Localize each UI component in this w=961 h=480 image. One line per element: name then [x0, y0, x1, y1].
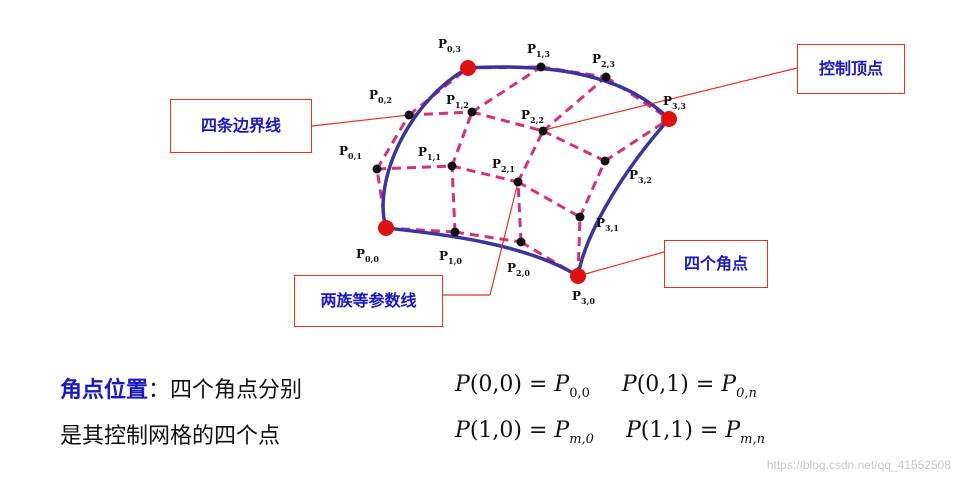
- control-point: [516, 237, 526, 247]
- formula-p11-rhs: P: [725, 418, 741, 443]
- control-point-label: P1,2: [446, 93, 469, 110]
- control-net-line: [516, 181, 523, 243]
- boundary-curve: [467, 65, 671, 121]
- callout-leader-line: [311, 114, 410, 127]
- caption-colon-text: ：四个角点分别: [148, 378, 303, 403]
- formula-p01-args: (0,1): [636, 372, 689, 397]
- control-net-line: [605, 75, 670, 121]
- control-net-line: [520, 240, 579, 278]
- control-point: [600, 156, 610, 166]
- callout-boundary-lines: 四条边界线: [170, 99, 312, 153]
- control-net-line: [454, 230, 522, 244]
- formula-p11-eq: =: [692, 418, 726, 443]
- control-point: [447, 161, 457, 171]
- control-point-label: P2,2: [521, 108, 544, 125]
- control-net-line: [376, 164, 453, 171]
- control-point-label: P0,1: [339, 144, 362, 161]
- control-point: [513, 177, 523, 187]
- formula-p01-lhs: P: [621, 372, 637, 397]
- control-point-label: P2,0: [507, 261, 530, 278]
- control-point-label: P3,0: [572, 289, 595, 306]
- boundary-curve: [385, 226, 579, 278]
- control-point: [450, 227, 460, 237]
- control-point-label: P3,3: [663, 94, 686, 111]
- corner-point: [661, 111, 677, 127]
- control-net-line: [471, 110, 544, 133]
- formula-p10-sub: m,0: [569, 432, 594, 447]
- control-net-line: [408, 110, 473, 117]
- corner-point: [570, 268, 586, 284]
- control-point-label: P2,1: [492, 157, 515, 174]
- control-net-line: [450, 165, 457, 233]
- control-net-line: [385, 226, 456, 234]
- formula-p11-lhs: P: [625, 418, 641, 443]
- caption-line-2: 是其控制网格的四个点: [60, 424, 281, 449]
- control-point: [536, 62, 546, 72]
- control-point-label: P3,1: [596, 216, 619, 233]
- control-net-line: [471, 65, 542, 114]
- corner-position-caption: 角点位置：四个角点分别: [60, 372, 302, 404]
- control-net-line: [604, 117, 670, 163]
- formula-p00-args: (0,0): [469, 372, 522, 397]
- control-point-label: P0,0: [356, 247, 379, 264]
- callout-leader-line: [539, 67, 798, 132]
- control-point-label: P1,0: [439, 249, 462, 266]
- control-point: [372, 164, 382, 174]
- boundary-curve: [381, 66, 469, 229]
- formula-p01-eq: =: [688, 372, 722, 397]
- control-net-line: [450, 111, 474, 167]
- control-net-line: [576, 216, 582, 277]
- control-net-line: [542, 129, 606, 163]
- control-point: [601, 72, 611, 82]
- formula-p00-eq: =: [521, 372, 555, 397]
- control-point: [467, 107, 477, 117]
- control-net-line: [516, 130, 545, 183]
- control-net-line: [375, 168, 388, 229]
- corner-point: [378, 220, 394, 236]
- formula-p01-sub: 0,n: [736, 386, 757, 401]
- control-point-label: P0,3: [438, 37, 461, 54]
- control-net-line: [517, 180, 581, 219]
- control-point-label: P1,3: [527, 42, 550, 59]
- callout-corner-points: 四个角点: [664, 240, 768, 288]
- control-point-label: P1,1: [418, 145, 441, 162]
- control-point-label: P0,2: [369, 88, 392, 105]
- formula-p11-sub: m,n: [740, 432, 765, 447]
- control-net-line: [375, 114, 411, 170]
- formula-row-1: P(0,0) = P0,0 P(0,1) = P0,n: [455, 372, 757, 401]
- corner-point: [460, 60, 476, 76]
- callout-leader-line: [489, 181, 519, 296]
- formula-p10-args: (1,0): [469, 418, 522, 443]
- formula-p10-eq: =: [521, 418, 555, 443]
- formula-row-2: P(1,0) = Pm,0 P(1,1) = Pm,n: [455, 418, 765, 447]
- formula-p00-rhs: P: [554, 372, 570, 397]
- callout-isoparametric-lines: 两族等参数线: [294, 275, 443, 327]
- formula-p00-sub: 0,0: [569, 386, 590, 401]
- formula-p11-args: (1,1): [640, 418, 693, 443]
- caption-heading: 角点位置: [60, 378, 149, 403]
- control-point-label: P3,2: [629, 168, 652, 185]
- control-net-line: [451, 164, 519, 184]
- formula-p10-rhs: P: [554, 418, 570, 443]
- callout-control-vertices: 控制顶点: [797, 44, 905, 94]
- callout-leader-line: [577, 251, 665, 277]
- watermark: https://blog.csdn.net/qq_41552508: [766, 458, 951, 472]
- formula-p10-lhs: P: [455, 418, 470, 443]
- control-point-label: P2,3: [592, 52, 615, 69]
- control-point: [575, 212, 585, 222]
- control-point: [404, 110, 414, 120]
- formula-p00-lhs: P: [455, 372, 470, 397]
- formula-p01-rhs: P: [721, 372, 737, 397]
- boundary-curve: [576, 117, 671, 277]
- control-net-line: [578, 160, 607, 218]
- control-point: [538, 126, 548, 136]
